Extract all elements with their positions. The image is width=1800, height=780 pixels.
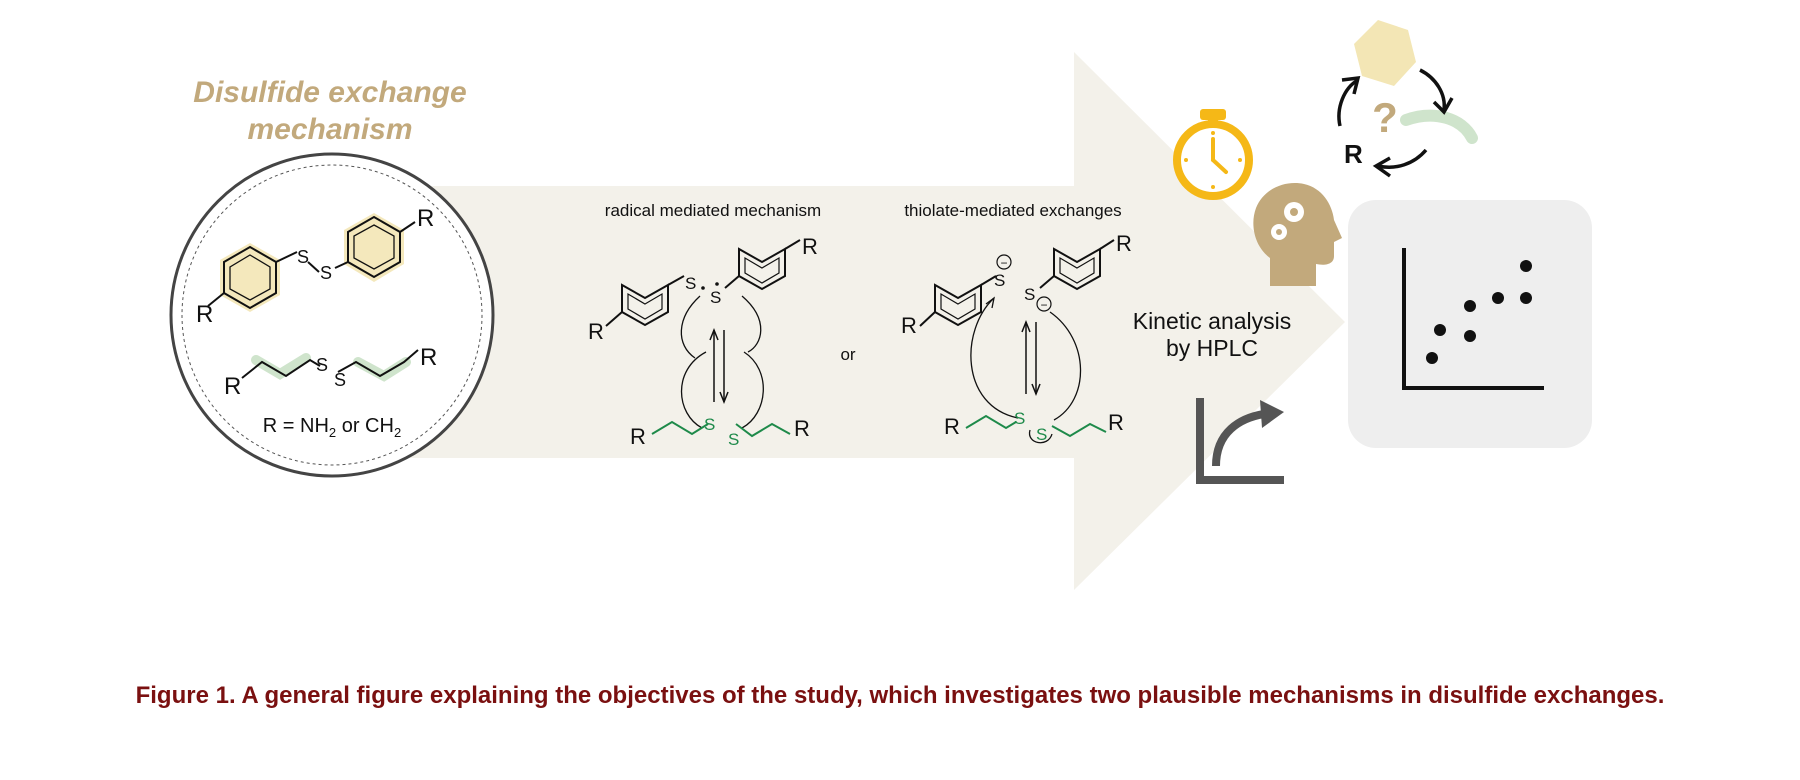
radical-mechanism-label: radical mediated mechanism — [605, 201, 821, 220]
growth-curve-icon — [1196, 398, 1284, 484]
svg-text:R: R — [417, 205, 434, 232]
thiolate-mechanism-scheme: S − R S − R S S R R — [901, 231, 1132, 444]
svg-text:S: S — [728, 430, 739, 449]
svg-text:R: R — [1116, 231, 1132, 256]
cycle-question-icon: ? R — [1337, 20, 1478, 178]
stopwatch-icon — [1173, 109, 1253, 200]
svg-text:R: R — [1344, 139, 1363, 169]
svg-text:?: ? — [1372, 94, 1398, 141]
svg-text:R: R — [224, 373, 241, 400]
svg-text:S: S — [685, 274, 696, 293]
svg-text:S: S — [334, 370, 346, 390]
svg-text:S: S — [1036, 425, 1047, 444]
svg-text:S: S — [320, 263, 332, 283]
aromatic-disulfide: S S R R — [196, 205, 434, 328]
svg-text:R: R — [588, 319, 604, 344]
r-definition: R = NH2 or CH2 — [263, 415, 401, 440]
figure-caption: Figure 1. A general figure explaining th… — [135, 682, 1665, 709]
process-arrow — [400, 52, 1345, 590]
svg-text:R: R — [802, 234, 818, 259]
svg-text:S: S — [704, 415, 715, 434]
svg-text:R: R — [794, 416, 810, 441]
svg-text:S: S — [316, 355, 328, 375]
svg-text:S: S — [297, 247, 309, 267]
svg-text:R: R — [901, 313, 917, 338]
svg-text:−: − — [1000, 256, 1007, 270]
analysis-line-2: by HPLC — [1166, 335, 1258, 361]
svg-text:−: − — [1040, 298, 1047, 312]
head-gears-icon — [1253, 183, 1342, 286]
svg-text:R: R — [196, 301, 213, 328]
svg-text:S: S — [1024, 285, 1035, 304]
aliphatic-disulfide: S S R R — [224, 344, 437, 400]
scatter-plot-icon — [1348, 200, 1592, 448]
title-line-2: mechanism — [247, 113, 412, 146]
svg-text:R: R — [630, 424, 646, 449]
analysis-line-1: Kinetic analysis — [1133, 308, 1292, 334]
svg-text:R: R — [420, 344, 437, 371]
svg-text:S: S — [1014, 409, 1025, 428]
svg-text:S: S — [994, 271, 1005, 290]
svg-text:R: R — [1108, 410, 1124, 435]
or-label: or — [840, 345, 855, 364]
svg-text:R: R — [944, 414, 960, 439]
title-line-1: Disulfide exchange — [193, 76, 466, 109]
thiolate-mechanism-label: thiolate-mediated exchanges — [904, 201, 1121, 220]
radical-mechanism-scheme: S R S R S S R R — [588, 234, 818, 449]
disulfide-circle — [169, 152, 495, 478]
svg-text:S: S — [710, 288, 721, 307]
